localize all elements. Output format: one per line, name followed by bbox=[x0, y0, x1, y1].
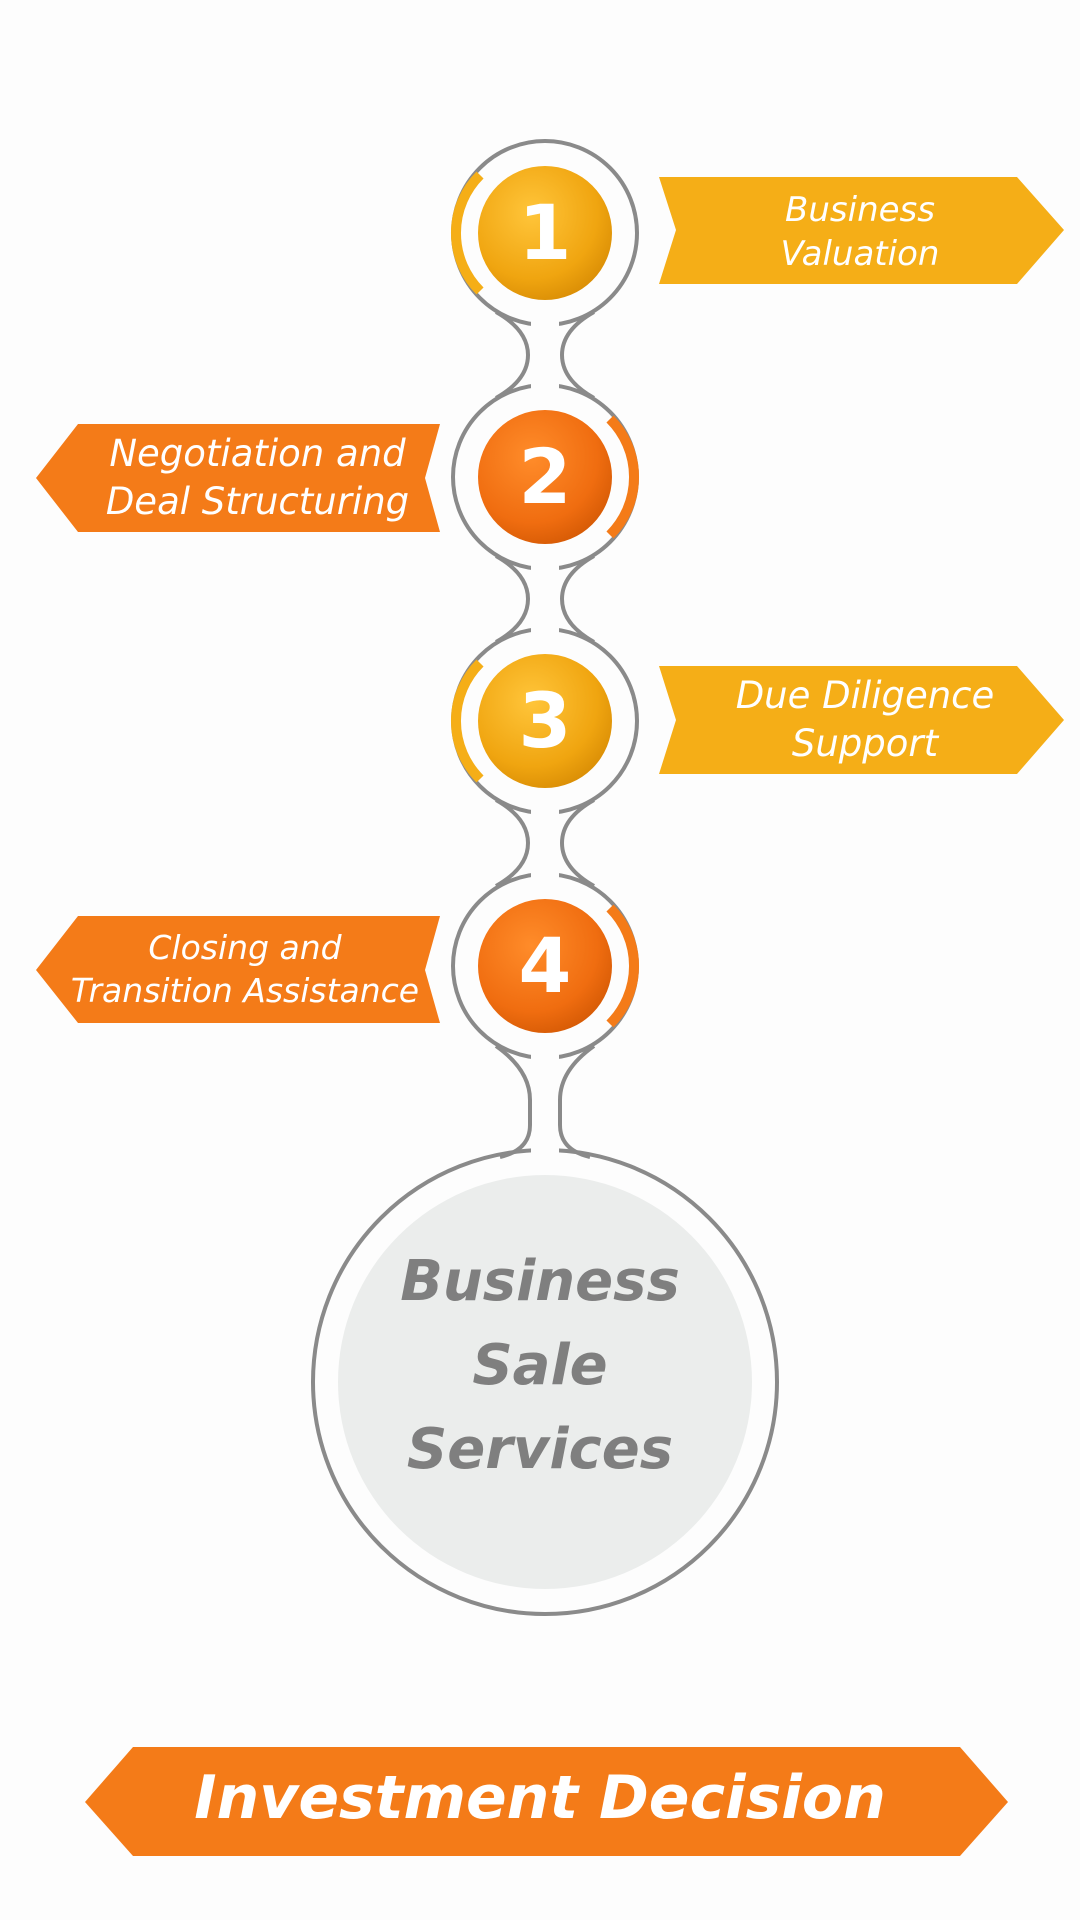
footer-banner bbox=[85, 1747, 1008, 1856]
step-3-number: 3 bbox=[518, 676, 572, 765]
step-1-label-line-2: Valuation bbox=[780, 234, 940, 274]
step-3-label-line-2: Support bbox=[791, 722, 939, 765]
step-1-banner bbox=[659, 177, 1064, 284]
center-disc bbox=[338, 1175, 752, 1589]
step-2-banner bbox=[36, 424, 440, 532]
step-1-label: Business Valuation bbox=[690, 180, 1030, 284]
step-3-label-line-1: Due Diligence bbox=[735, 673, 995, 717]
step-3-banner bbox=[659, 666, 1064, 774]
step-4-banner bbox=[36, 916, 440, 1023]
step-1-label-line-1: Business bbox=[785, 189, 935, 230]
step-2-number: 2 bbox=[518, 432, 572, 521]
step-4-disc bbox=[478, 899, 612, 1033]
step-4-label-line-1: Closing and bbox=[148, 927, 342, 967]
step-2-label-line-2: Deal Structuring bbox=[105, 480, 410, 523]
step-1-number: 1 bbox=[518, 188, 572, 277]
step-discs bbox=[478, 166, 612, 1033]
step-4-label-line-2: Transition Assistance bbox=[70, 970, 420, 1010]
center-title: Business Sale Services bbox=[360, 1240, 720, 1492]
step-3-disc bbox=[478, 654, 612, 788]
connector-necks bbox=[494, 305, 596, 1170]
footer-label: Investment Decision bbox=[194, 1763, 886, 1833]
center-title-line-1: Business bbox=[400, 1249, 680, 1314]
step-2-label-line-1: Negotiation and bbox=[109, 431, 406, 475]
banners bbox=[36, 177, 1064, 1856]
step-1-disc bbox=[478, 166, 612, 300]
step-2-disc bbox=[478, 410, 612, 544]
step-4-label: Closing and Transition Assistance bbox=[50, 916, 440, 1023]
center-title-line-2: Sale bbox=[472, 1333, 608, 1398]
center-title-line-3: Services bbox=[406, 1417, 674, 1482]
accent-arcs bbox=[450, 171, 640, 1028]
step-3-label: Due Diligence Support bbox=[690, 666, 1040, 774]
step-4-number: 4 bbox=[518, 921, 572, 1010]
step-2-label: Negotiation and Deal Structuring bbox=[80, 424, 435, 532]
